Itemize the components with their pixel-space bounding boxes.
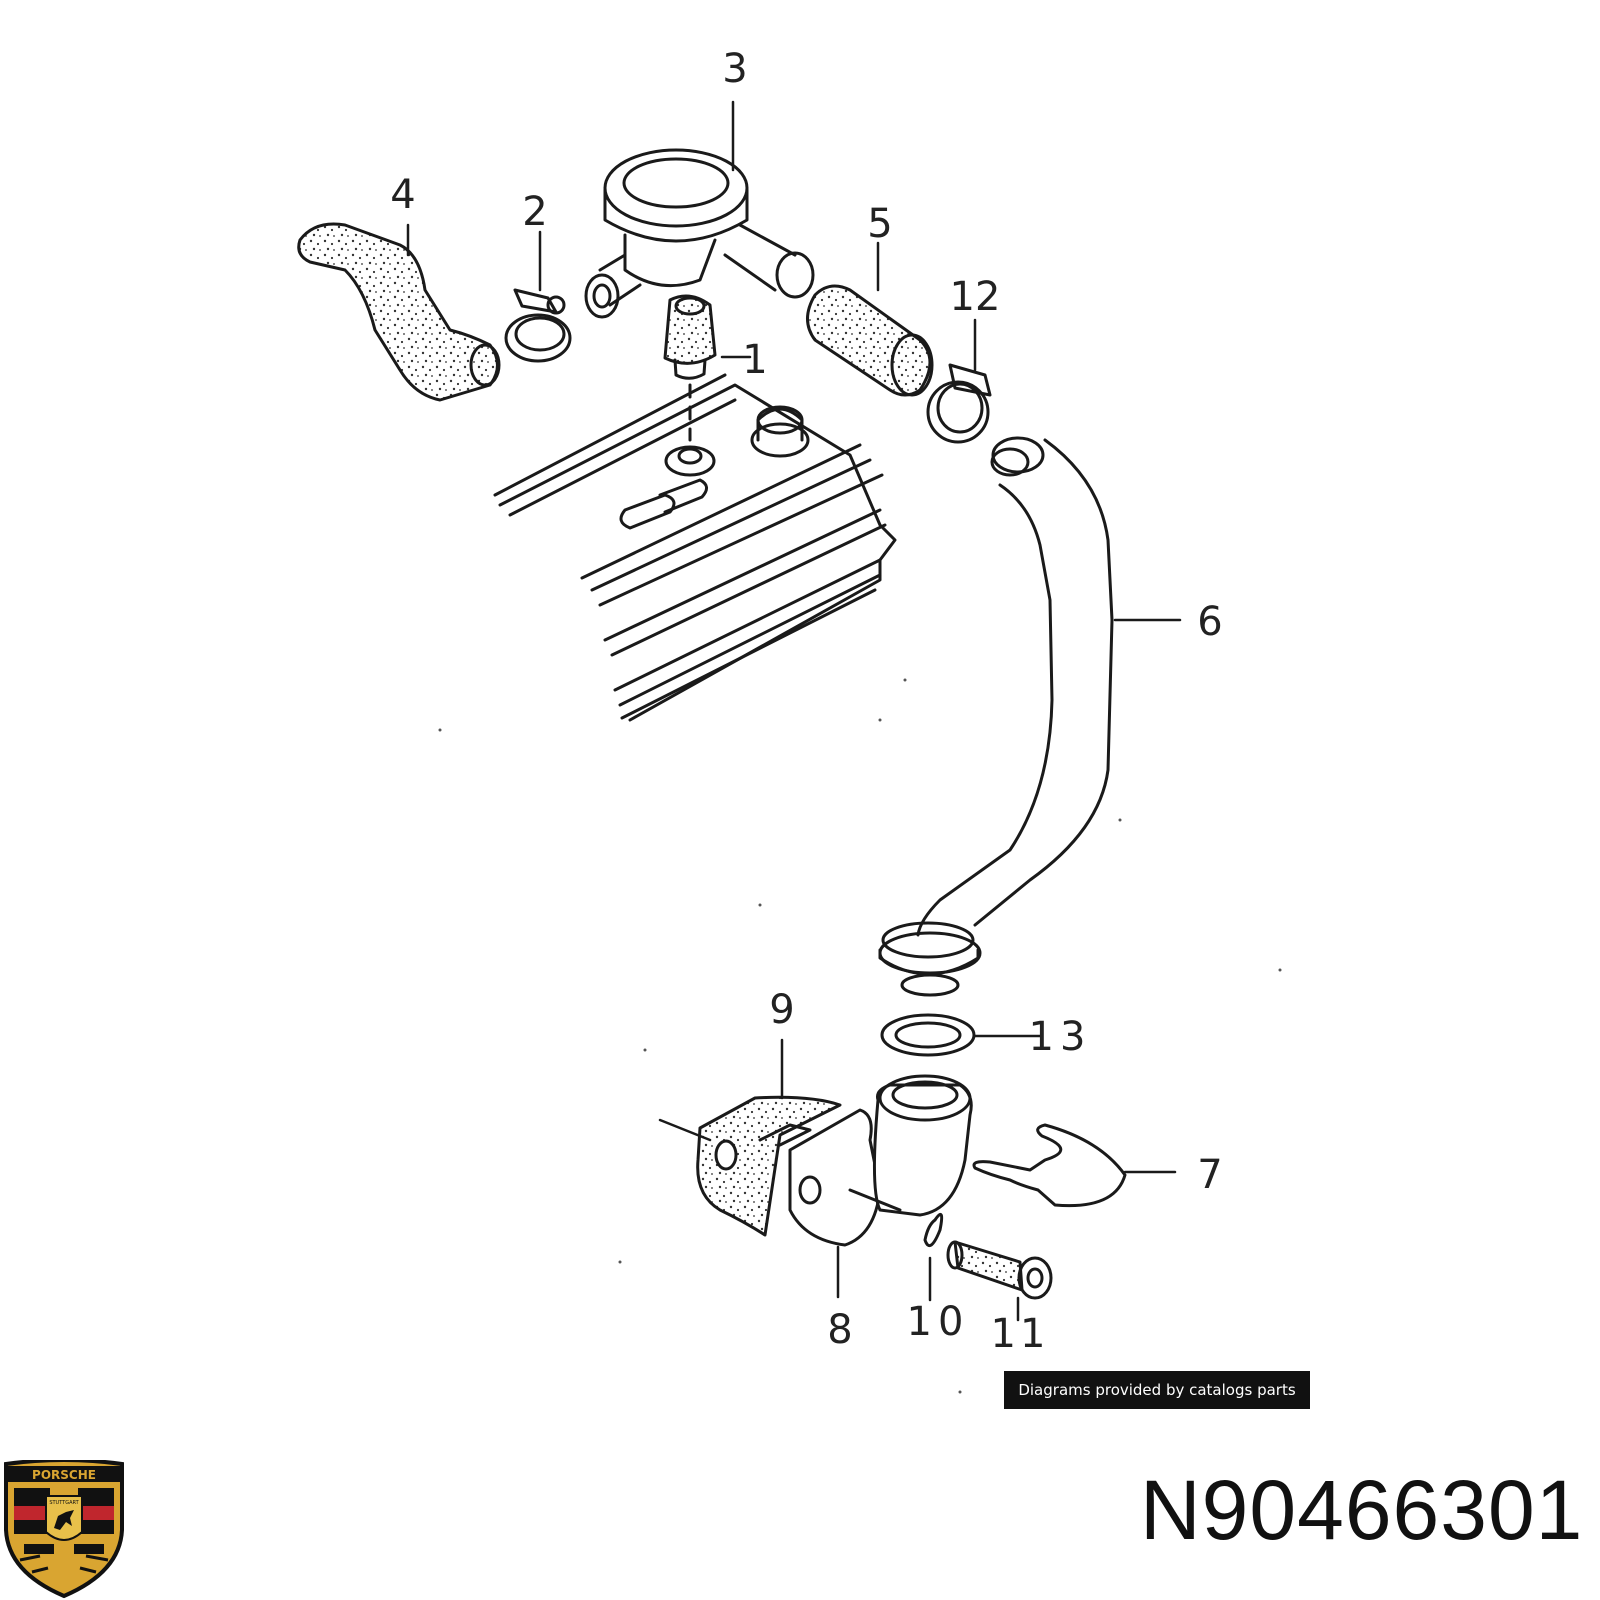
part-9-gasket bbox=[696, 1095, 842, 1237]
part-4-hose bbox=[297, 222, 501, 402]
part-11-bolt bbox=[946, 1240, 1053, 1300]
label-1: 1 bbox=[742, 337, 767, 383]
label-8: 8 bbox=[827, 1307, 852, 1353]
part-13-ring bbox=[880, 1013, 976, 1057]
leader-lines bbox=[406, 100, 1182, 1322]
part-5-hose bbox=[806, 284, 934, 397]
label-6: 6 bbox=[1197, 599, 1222, 645]
callout-labels: 3 4 2 5 12 1 6 9 13 7 8 10 11 bbox=[390, 46, 1222, 1357]
diagram-credit-caption: Diagrams provided by catalogs parts bbox=[1004, 1371, 1310, 1409]
scan-dots bbox=[438, 678, 1282, 1394]
label-10: 10 bbox=[907, 1299, 970, 1345]
svg-text:STUTTGART: STUTTGART bbox=[49, 1500, 79, 1506]
part-6-pipe bbox=[878, 436, 1114, 997]
label-7: 7 bbox=[1197, 1152, 1222, 1198]
svg-text:PORSCHE: PORSCHE bbox=[32, 1468, 96, 1482]
label-5: 5 bbox=[867, 201, 892, 247]
label-2: 2 bbox=[522, 189, 547, 235]
valve-cover bbox=[493, 373, 897, 722]
label-3: 3 bbox=[722, 46, 747, 92]
part-1-grommet bbox=[663, 294, 717, 442]
part-7-clip bbox=[972, 1123, 1127, 1208]
label-13: 13 bbox=[1029, 1014, 1092, 1060]
label-12: 12 bbox=[950, 274, 1001, 320]
label-9: 9 bbox=[769, 987, 794, 1033]
part-2-clamp bbox=[504, 288, 572, 363]
label-11: 11 bbox=[991, 1311, 1050, 1357]
part-number: N90466301 bbox=[1140, 1463, 1584, 1557]
part-3-valve bbox=[584, 148, 815, 319]
part-12-clamp bbox=[926, 363, 992, 444]
part-10-washer bbox=[923, 1212, 944, 1248]
part-8-elbow bbox=[788, 1074, 973, 1247]
label-4: 4 bbox=[390, 172, 415, 218]
porsche-crest-icon: PORSCHE STUTTGART bbox=[3, 1460, 124, 1599]
